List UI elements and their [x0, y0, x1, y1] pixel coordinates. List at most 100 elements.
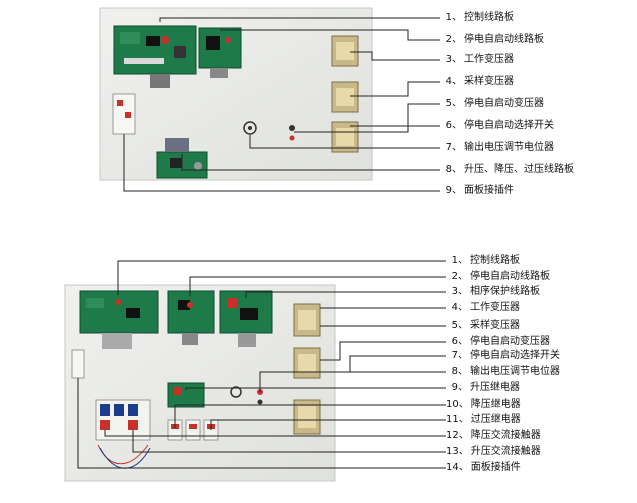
bottom-label-6-text: 停电自启动变压器 — [470, 336, 550, 347]
top-leader-3 — [350, 51, 440, 61]
top-label-7: 7、输出电压调节电位器 — [440, 142, 554, 154]
top-label-4-text: 采样变压器 — [464, 76, 514, 87]
top-label-5: 5、停电自启动变压器 — [440, 98, 544, 110]
bottom-leader-10 — [174, 404, 446, 428]
bottom-label-8-text: 输出电压调节电位器 — [470, 366, 560, 377]
bottom-label-14-text: 面板接插件 — [470, 462, 521, 473]
bottom-leader-11 — [210, 419, 446, 430]
top-label-7-text: 输出电压调节电位器 — [464, 142, 554, 153]
top-label-5-number: 5、 — [445, 98, 462, 109]
bottom-control-board — [79, 290, 159, 349]
bottom-label-10-number: 10、 — [446, 399, 469, 410]
top-label-2: 2、停电自启动线路板 — [440, 34, 544, 46]
top-control-board — [113, 25, 197, 88]
bottom-leader-12 — [104, 430, 446, 437]
bottom-label-3-number: 3、 — [451, 286, 468, 297]
top-leader-lines — [123, 17, 440, 192]
bottom-label-3: 3、相序保护线路板 — [446, 286, 540, 298]
top-label-6: 6、停电自启动选择开关 — [440, 120, 554, 132]
bottom-label-12: 12、降压交流接触器 — [446, 430, 541, 442]
top-label-1-text: 控制线路板 — [464, 12, 514, 23]
bottom-leader-9 — [185, 387, 446, 390]
bottom-label-2: 2、停电自启动线路板 — [446, 271, 550, 283]
top-label-7-number: 7、 — [445, 142, 462, 153]
top-leader-9 — [123, 134, 440, 192]
bottom-leader-13 — [132, 430, 446, 453]
bottom-label-13-number: 13、 — [446, 446, 469, 457]
bottom-label-5: 5、采样变压器 — [446, 320, 520, 332]
bottom-label-1-text: 控制线路板 — [470, 255, 520, 266]
bottom-label-7-text: 停电自启动选择开关 — [470, 350, 560, 361]
bottom-panel-connector — [71, 349, 85, 379]
bottom-restart-board — [167, 290, 215, 345]
bottom-leader-14 — [77, 378, 446, 469]
bottom-label-5-number: 5、 — [451, 320, 468, 331]
top-label-1: 1、控制线路板 — [440, 12, 514, 24]
top-label-8: 8、升压、降压、过压线路板 — [440, 164, 574, 176]
bottom-label-14-number: 14、 — [446, 462, 469, 473]
bottom-label-2-number: 2、 — [451, 271, 468, 282]
top-label-8-number: 8、 — [445, 164, 462, 175]
bottom-label-12-number: 12、 — [446, 430, 469, 441]
bottom-leader-2 — [189, 276, 446, 296]
bottom-label-9-number: 9、 — [451, 382, 468, 393]
bottom-label-4: 4、工作变压器 — [446, 302, 520, 314]
bottom-label-3-text: 相序保护线路板 — [470, 286, 540, 297]
bottom-leader-lines — [77, 260, 446, 469]
top-label-5-text: 停电自启动变压器 — [464, 98, 544, 109]
top-leader-5 — [350, 103, 440, 127]
bottom-label-4-text: 工作变压器 — [470, 302, 520, 313]
top-label-3-number: 3、 — [445, 54, 462, 65]
bottom-label-4-number: 4、 — [451, 302, 468, 313]
top-restart-board — [198, 27, 242, 78]
top-label-4-number: 4、 — [445, 76, 462, 87]
bottom-label-10: 10、降压继电器 — [446, 399, 521, 411]
bottom-label-6: 6、停电自启动变压器 — [446, 336, 550, 348]
bottom-label-8-number: 8、 — [451, 366, 468, 377]
bottom-potentiometer — [230, 386, 263, 405]
bottom-leader-1 — [117, 260, 446, 295]
top-label-4: 4、采样变压器 — [440, 76, 514, 88]
bottom-label-11: 11、过压继电器 — [446, 414, 521, 426]
top-voltage-board — [156, 138, 208, 179]
bottom-label-2-text: 停电自启动线路板 — [470, 271, 550, 282]
bottom-leader-3 — [245, 291, 446, 298]
top-leader-2 — [220, 29, 440, 41]
bottom-label-11-number: 11、 — [446, 414, 469, 425]
bottom-relay-board — [167, 382, 205, 408]
top-leader-1 — [159, 17, 440, 22]
bottom-label-1-number: 1、 — [451, 255, 468, 266]
top-leader-8 — [181, 154, 440, 171]
top-leader-4 — [350, 81, 440, 97]
top-label-9-text: 面板接插件 — [464, 185, 514, 196]
top-label-9-number: 9、 — [445, 185, 462, 196]
bottom-label-13-text: 升压交流接触器 — [470, 446, 541, 457]
bottom-label-11-text: 过压继电器 — [470, 414, 521, 425]
top-transformers — [331, 35, 359, 153]
top-label-6-text: 停电自启动选择开关 — [464, 120, 554, 131]
bottom-leader-8 — [259, 371, 446, 392]
bottom-label-14: 14、面板接插件 — [446, 462, 521, 474]
top-label-6-number: 6、 — [445, 120, 462, 131]
top-label-2-text: 停电自启动线路板 — [464, 34, 544, 45]
bottom-panel — [64, 284, 336, 482]
bottom-label-6-number: 6、 — [451, 336, 468, 347]
top-label-3: 3、工作变压器 — [440, 54, 514, 66]
top-label-9: 9、面板接插件 — [440, 185, 514, 197]
bottom-label-13: 13、升压交流接触器 — [446, 446, 541, 458]
bottom-transformers — [293, 303, 321, 435]
top-label-2-number: 2、 — [445, 34, 462, 45]
bottom-label-8: 8、输出电压调节电位器 — [446, 366, 560, 378]
bottom-label-7: 7、停电自启动选择开关 — [446, 350, 560, 362]
top-leader-6 — [294, 125, 440, 133]
top-label-1-number: 1、 — [445, 12, 462, 23]
bottom-label-10-text: 降压继电器 — [470, 399, 521, 410]
bottom-leader-6 — [320, 341, 446, 361]
bottom-label-9-text: 升压继电器 — [470, 382, 520, 393]
bottom-label-5-text: 采样变压器 — [470, 320, 520, 331]
bottom-label-12-text: 降压交流接触器 — [470, 430, 541, 441]
top-label-3-text: 工作变压器 — [464, 54, 514, 65]
bottom-label-7-number: 7、 — [451, 350, 468, 361]
